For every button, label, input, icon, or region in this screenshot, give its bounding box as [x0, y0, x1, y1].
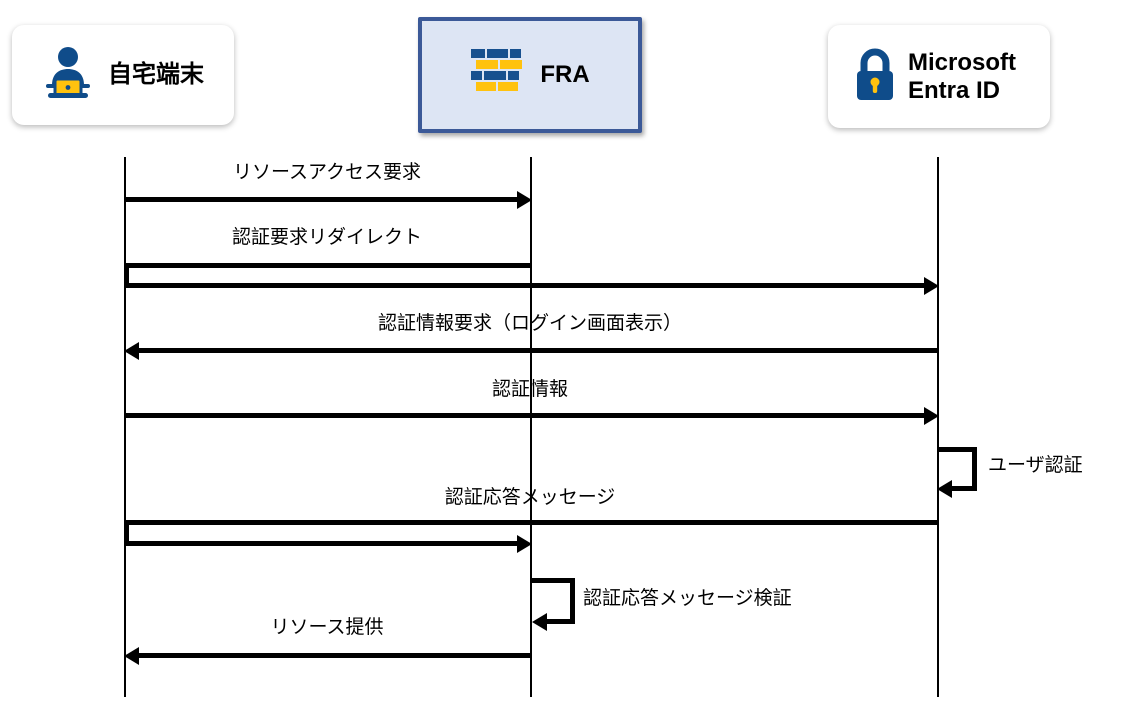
self-loop-m7-arrowhead: [532, 612, 547, 631]
self-loop-m5-top: [937, 447, 977, 452]
message-line-m3: [137, 348, 937, 353]
self-loop-m5-bottom: [950, 486, 977, 491]
message-line-m2-drop: [124, 263, 129, 288]
message-line-m2-bottom: [124, 283, 924, 288]
message-label-m5: ユーザ認証: [988, 455, 1083, 476]
self-loop-m7-top: [530, 578, 575, 583]
message-line-m4: [124, 413, 924, 418]
message-line-m6-drop: [124, 520, 129, 546]
self-loop-m5-arrowhead: [937, 479, 952, 498]
person-with-laptop-icon: [42, 45, 94, 106]
message-label-m3: 認証情報要求（ログイン画面表示）: [377, 313, 683, 334]
firewall-brick-icon: [470, 47, 526, 104]
lifeline-entra-id: [937, 157, 939, 697]
lifeline-home-terminal: [124, 157, 126, 697]
message-label-m1: リソースアクセス要求: [232, 162, 422, 183]
message-line-m2-top: [124, 263, 532, 268]
self-loop-m7-side: [570, 578, 575, 624]
message-arrowhead-m2: [924, 276, 939, 295]
actor-entra-id-label: Microsoft Entra ID: [908, 48, 1016, 104]
message-arrowhead-m8: [124, 646, 139, 665]
lifeline-fra: [530, 157, 532, 697]
actor-home-terminal-label: 自宅端末: [108, 61, 204, 89]
message-arrowhead-m6: [517, 534, 532, 553]
message-line-m6-top: [124, 520, 939, 525]
actor-entra-id[interactable]: Microsoft Entra ID: [828, 25, 1050, 128]
message-label-m6: 認証応答メッセージ: [444, 487, 616, 508]
actor-fra[interactable]: FRA: [418, 17, 642, 133]
message-arrowhead-m4: [924, 406, 939, 425]
message-label-m2: 認証要求リダイレクト: [231, 227, 423, 248]
message-label-m7: 認証応答メッセージ検証: [583, 588, 792, 609]
message-line-m1: [124, 197, 524, 202]
actor-fra-label: FRA: [540, 61, 590, 89]
message-label-m4: 認証情報: [491, 379, 569, 400]
message-arrowhead-m1: [517, 190, 532, 209]
self-loop-m5-side: [972, 447, 977, 491]
message-label-m8: リソース提供: [270, 617, 384, 638]
padlock-icon: [852, 46, 898, 107]
message-arrowhead-m3: [124, 341, 139, 360]
message-line-m6-bottom: [124, 541, 517, 546]
self-loop-m7-bottom: [545, 619, 575, 624]
actor-home-terminal[interactable]: 自宅端末: [12, 25, 234, 125]
message-line-m8: [137, 653, 532, 658]
